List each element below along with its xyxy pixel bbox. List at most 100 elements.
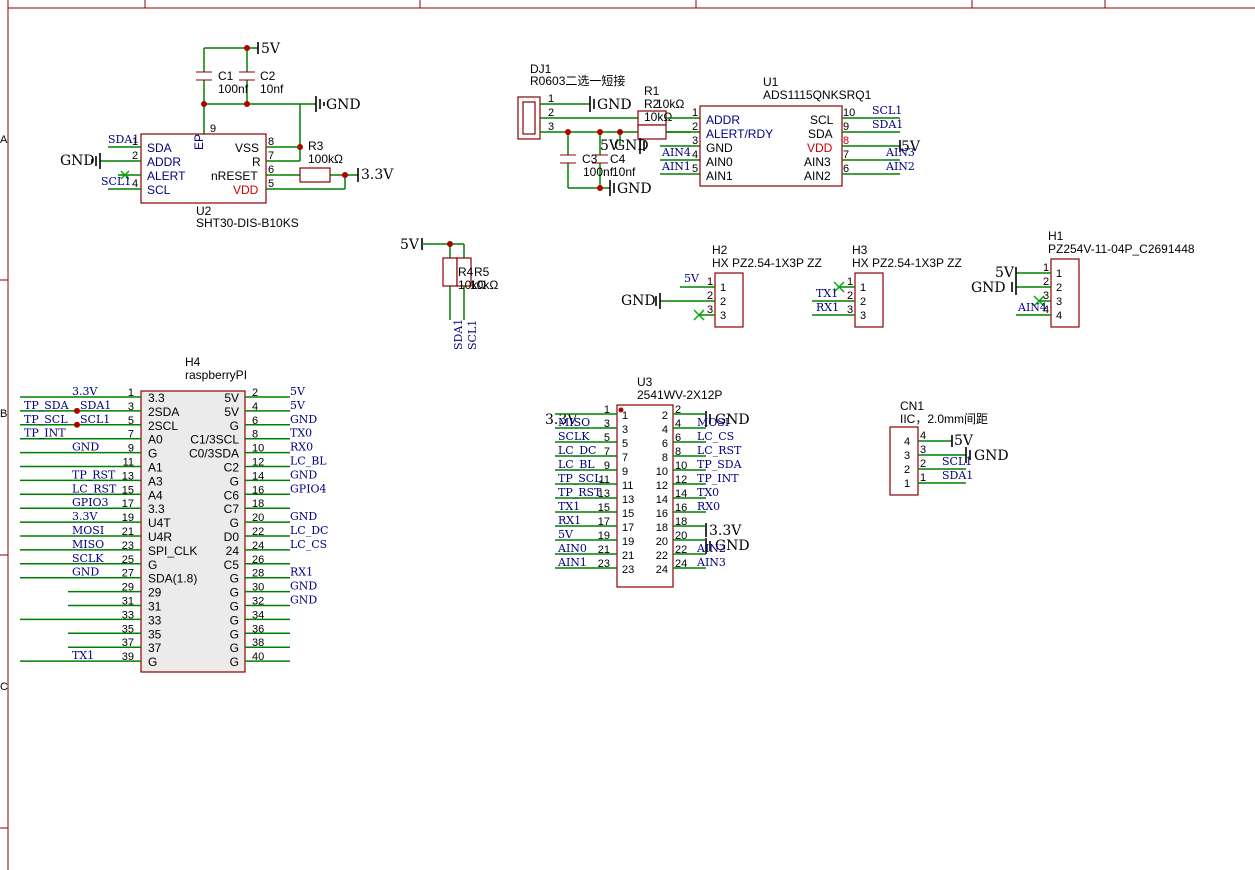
svg-text:2: 2 bbox=[132, 150, 138, 162]
svg-text:DJ1: DJ1 bbox=[530, 62, 552, 76]
u3-pin-num-left: 17 bbox=[622, 522, 634, 534]
h4-pin-num-right: 2 bbox=[252, 387, 258, 399]
svg-text:1: 1 bbox=[132, 136, 138, 148]
svg-text:3: 3 bbox=[720, 310, 726, 322]
svg-text:GND: GND bbox=[715, 412, 750, 428]
h4-pin-num-right: 28 bbox=[252, 568, 264, 580]
svg-text:2: 2 bbox=[707, 290, 713, 302]
svg-text:10nf: 10nf bbox=[612, 165, 636, 179]
u3-pin-num-right: 22 bbox=[656, 550, 668, 562]
svg-text:2: 2 bbox=[720, 296, 726, 308]
h4-net-left: TP_SDA bbox=[24, 399, 70, 412]
h4-pin-label-right: G bbox=[230, 627, 239, 641]
svg-text:2: 2 bbox=[1043, 276, 1049, 288]
h4-net-left: TX1 bbox=[72, 649, 94, 662]
h4-pin-num-left: 3 bbox=[128, 401, 134, 413]
u3-pin-num-right-out: 24 bbox=[675, 558, 687, 570]
h4-net-right: RX1 bbox=[290, 566, 313, 579]
h4-pin-num-right: 18 bbox=[252, 498, 264, 510]
h4-net-left: MOSI bbox=[72, 524, 104, 537]
u3-pin-num-left: 1 bbox=[622, 410, 628, 422]
svg-text:H1: H1 bbox=[1048, 229, 1064, 243]
u3-net-left: LC_BL bbox=[558, 458, 595, 471]
svg-text:AIN1: AIN1 bbox=[706, 169, 733, 183]
svg-text:1: 1 bbox=[720, 282, 726, 294]
svg-text:GND: GND bbox=[614, 138, 649, 154]
c2-ref: C2 bbox=[260, 69, 276, 83]
svg-text:1: 1 bbox=[707, 276, 713, 288]
u3-pin-num-right: 24 bbox=[656, 564, 668, 576]
h4-pin-label-left: 3.3 bbox=[148, 502, 165, 516]
h4-pin-num-right: 26 bbox=[252, 554, 264, 566]
u3-pin-num-right-out: 16 bbox=[675, 502, 687, 514]
svg-text:VSS: VSS bbox=[235, 141, 259, 155]
h4-pin-label-left: A0 bbox=[148, 433, 163, 447]
h4-pin-label-left: 35 bbox=[148, 627, 162, 641]
h4-pin-label-left: SDA(1.8) bbox=[148, 572, 197, 586]
svg-text:3.3V: 3.3V bbox=[545, 412, 578, 428]
svg-text:AIN2: AIN2 bbox=[804, 169, 831, 183]
svg-text:8: 8 bbox=[268, 136, 274, 148]
svg-text:ADDR: ADDR bbox=[706, 113, 740, 127]
u3-pin-num-left-out: 15 bbox=[598, 502, 610, 514]
h4-pin-num-left: 21 bbox=[122, 526, 134, 538]
h4-pin-label-left: U4R bbox=[148, 530, 172, 544]
svg-text:1: 1 bbox=[1056, 268, 1062, 280]
svg-text:4: 4 bbox=[692, 149, 698, 161]
h4-pin-label-right: G bbox=[230, 641, 239, 655]
u3-pin-num-left: 9 bbox=[622, 466, 628, 478]
u3-net-right: MOSI bbox=[697, 416, 729, 429]
svg-text:3: 3 bbox=[904, 450, 910, 462]
h4-net-left: LC_RST bbox=[72, 482, 117, 495]
h4-pin-num-right: 14 bbox=[252, 470, 264, 482]
svg-text:1: 1 bbox=[860, 282, 866, 294]
u3-net-right: AIN2 bbox=[696, 542, 726, 555]
svg-text:4: 4 bbox=[1043, 304, 1049, 316]
svg-text:R0603二选一短接: R0603二选一短接 bbox=[530, 73, 625, 88]
svg-text:SCL1: SCL1 bbox=[101, 175, 131, 188]
h4-net-left: 3.3V bbox=[72, 385, 98, 398]
svg-text:ALERT: ALERT bbox=[147, 169, 186, 183]
u3-pin-num-right: 2 bbox=[662, 410, 668, 422]
svg-text:2: 2 bbox=[548, 107, 554, 119]
h4-pin-label-left: G bbox=[148, 447, 157, 461]
h4-net-right: GND bbox=[290, 468, 317, 481]
h4-pin-label-right: G bbox=[230, 572, 239, 586]
svg-text:9: 9 bbox=[210, 123, 216, 135]
svg-text:5V: 5V bbox=[400, 237, 420, 253]
svg-text:1: 1 bbox=[904, 478, 910, 490]
u3-pin-num-left-out: 1 bbox=[604, 404, 610, 416]
svg-text:SDA1: SDA1 bbox=[872, 118, 903, 131]
svg-text:ADDR: ADDR bbox=[147, 155, 181, 169]
svg-text:ADS1115QNKSRQ1: ADS1115QNKSRQ1 bbox=[763, 88, 872, 102]
svg-text:EP: EP bbox=[192, 134, 206, 150]
h4-net-right: GND bbox=[290, 510, 317, 523]
svg-text:TX1: TX1 bbox=[816, 287, 838, 300]
u3-pin-num-left-out: 23 bbox=[598, 558, 610, 570]
h4-pin-label-left: 3.3 bbox=[148, 391, 165, 405]
u3-net-left: TX1 bbox=[558, 500, 580, 513]
svg-text:R5: R5 bbox=[474, 265, 490, 279]
svg-text:2: 2 bbox=[904, 464, 910, 476]
h4-pin-label-right: C2 bbox=[224, 461, 240, 475]
h4-pin-label-right: G bbox=[230, 516, 239, 530]
u3-pin-num-right: 18 bbox=[656, 522, 668, 534]
h4-pin-label-right: C6 bbox=[224, 488, 240, 502]
h4-pin-label-right: D0 bbox=[224, 530, 240, 544]
svg-text:5V: 5V bbox=[995, 265, 1015, 281]
svg-text:3.3V: 3.3V bbox=[709, 523, 742, 539]
u3-pin-num-right: 8 bbox=[662, 452, 668, 464]
svg-text:R2: R2 bbox=[644, 97, 660, 111]
cn1-block: CN1 IIC，2.0mm间距 5V GND SCL1 SDA1 4 3 2 1… bbox=[889, 399, 1009, 496]
u3-pin-num-right-out: 8 bbox=[675, 446, 681, 458]
svg-text:GND: GND bbox=[597, 97, 632, 113]
svg-text:VDD: VDD bbox=[807, 141, 833, 155]
h4-pin-label-left: SPI_CLK bbox=[148, 544, 197, 558]
svg-text:ALERT/RDY: ALERT/RDY bbox=[706, 127, 773, 141]
u3-pin-num-right: 16 bbox=[656, 508, 668, 520]
h4-pin-num-left: 13 bbox=[122, 470, 134, 482]
h4-pin-num-left: 19 bbox=[122, 512, 134, 524]
h4-net-left: TP_RST bbox=[72, 468, 116, 481]
h4-pin-num-right: 40 bbox=[252, 651, 264, 663]
